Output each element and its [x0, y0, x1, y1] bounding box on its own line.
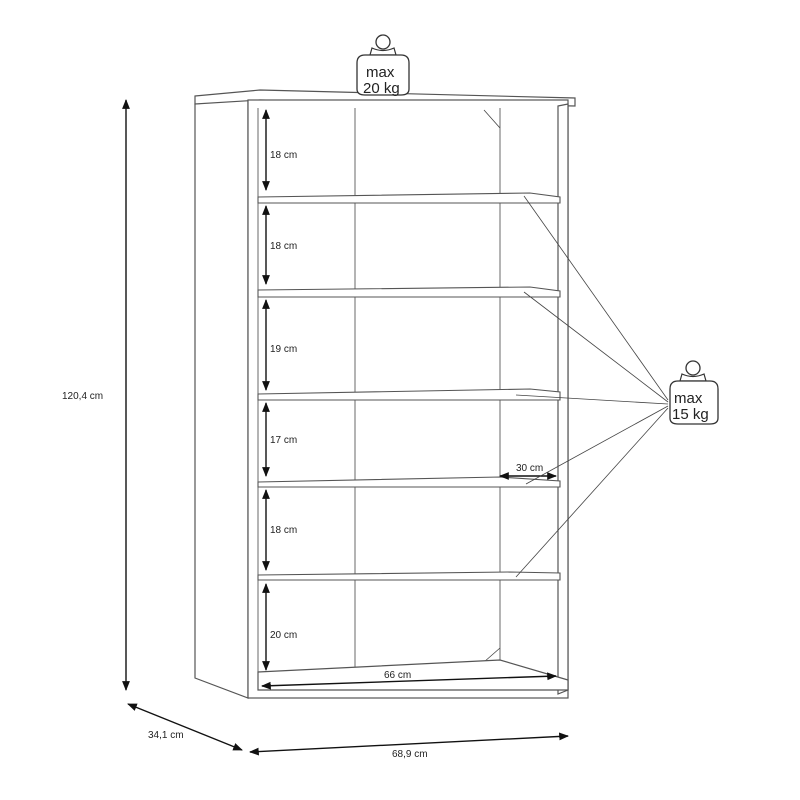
bottom-brace: [483, 647, 501, 663]
shelf-weight-max-label: max: [674, 390, 703, 407]
shelf-1: [257, 192, 561, 204]
inner-width-label: 66 cm: [384, 670, 411, 681]
shelf-weight-icon: max 15 kg: [669, 360, 719, 425]
leader-shelf-2: [523, 291, 669, 403]
shelf-2: [257, 286, 561, 298]
compartment-6-label: 20 cm: [270, 630, 297, 641]
top-weight-max-label: max: [366, 64, 395, 81]
total-width-dimension: 68,9 cm: [249, 732, 569, 760]
leader-shelf-4: [525, 405, 669, 485]
shelf-depth-dimension: 30 cm: [499, 463, 557, 480]
total-width-arrow: [249, 732, 569, 756]
shelves: [257, 192, 561, 581]
leader-shelf-1: [523, 195, 669, 401]
leader-shelf-5: [515, 407, 669, 578]
compartment-1-label: 18 cm: [270, 150, 297, 161]
shelf-weight-value-label: 15 kg: [672, 406, 709, 423]
inner-width-arrow: [261, 672, 557, 690]
compartment-dimensions: 18 cm 18 cm 19 cm 17 cm 18 cm 20 cm: [262, 109, 297, 671]
shelf-5: [257, 571, 561, 581]
total-width-label: 68,9 cm: [392, 749, 428, 760]
left-side-panel: [194, 97, 249, 699]
compartment-3-label: 19 cm: [270, 344, 297, 355]
top-weight-value-label: 20 kg: [363, 80, 400, 97]
depth-arrow: [127, 703, 243, 751]
compartment-5-label: 18 cm: [270, 525, 297, 536]
top-weight-icon: max 20 kg: [356, 34, 410, 97]
total-height-label: 120,4 cm: [62, 391, 103, 402]
inner-width-dimension: 66 cm: [261, 670, 557, 690]
leader-shelf-3: [515, 394, 669, 405]
total-height-dimension: 120,4 cm: [62, 99, 130, 691]
weight-leader-lines: [515, 195, 669, 578]
depth-label: 34,1 cm: [148, 730, 184, 741]
top-brace: [483, 109, 501, 129]
depth-dimension: 34,1 cm: [127, 703, 243, 751]
shelf-3: [257, 388, 561, 401]
shelf-4: [257, 476, 561, 488]
compartment-4-label: 17 cm: [270, 435, 297, 446]
shelf-depth-label: 30 cm: [516, 463, 543, 474]
compartment-2-label: 18 cm: [270, 241, 297, 252]
